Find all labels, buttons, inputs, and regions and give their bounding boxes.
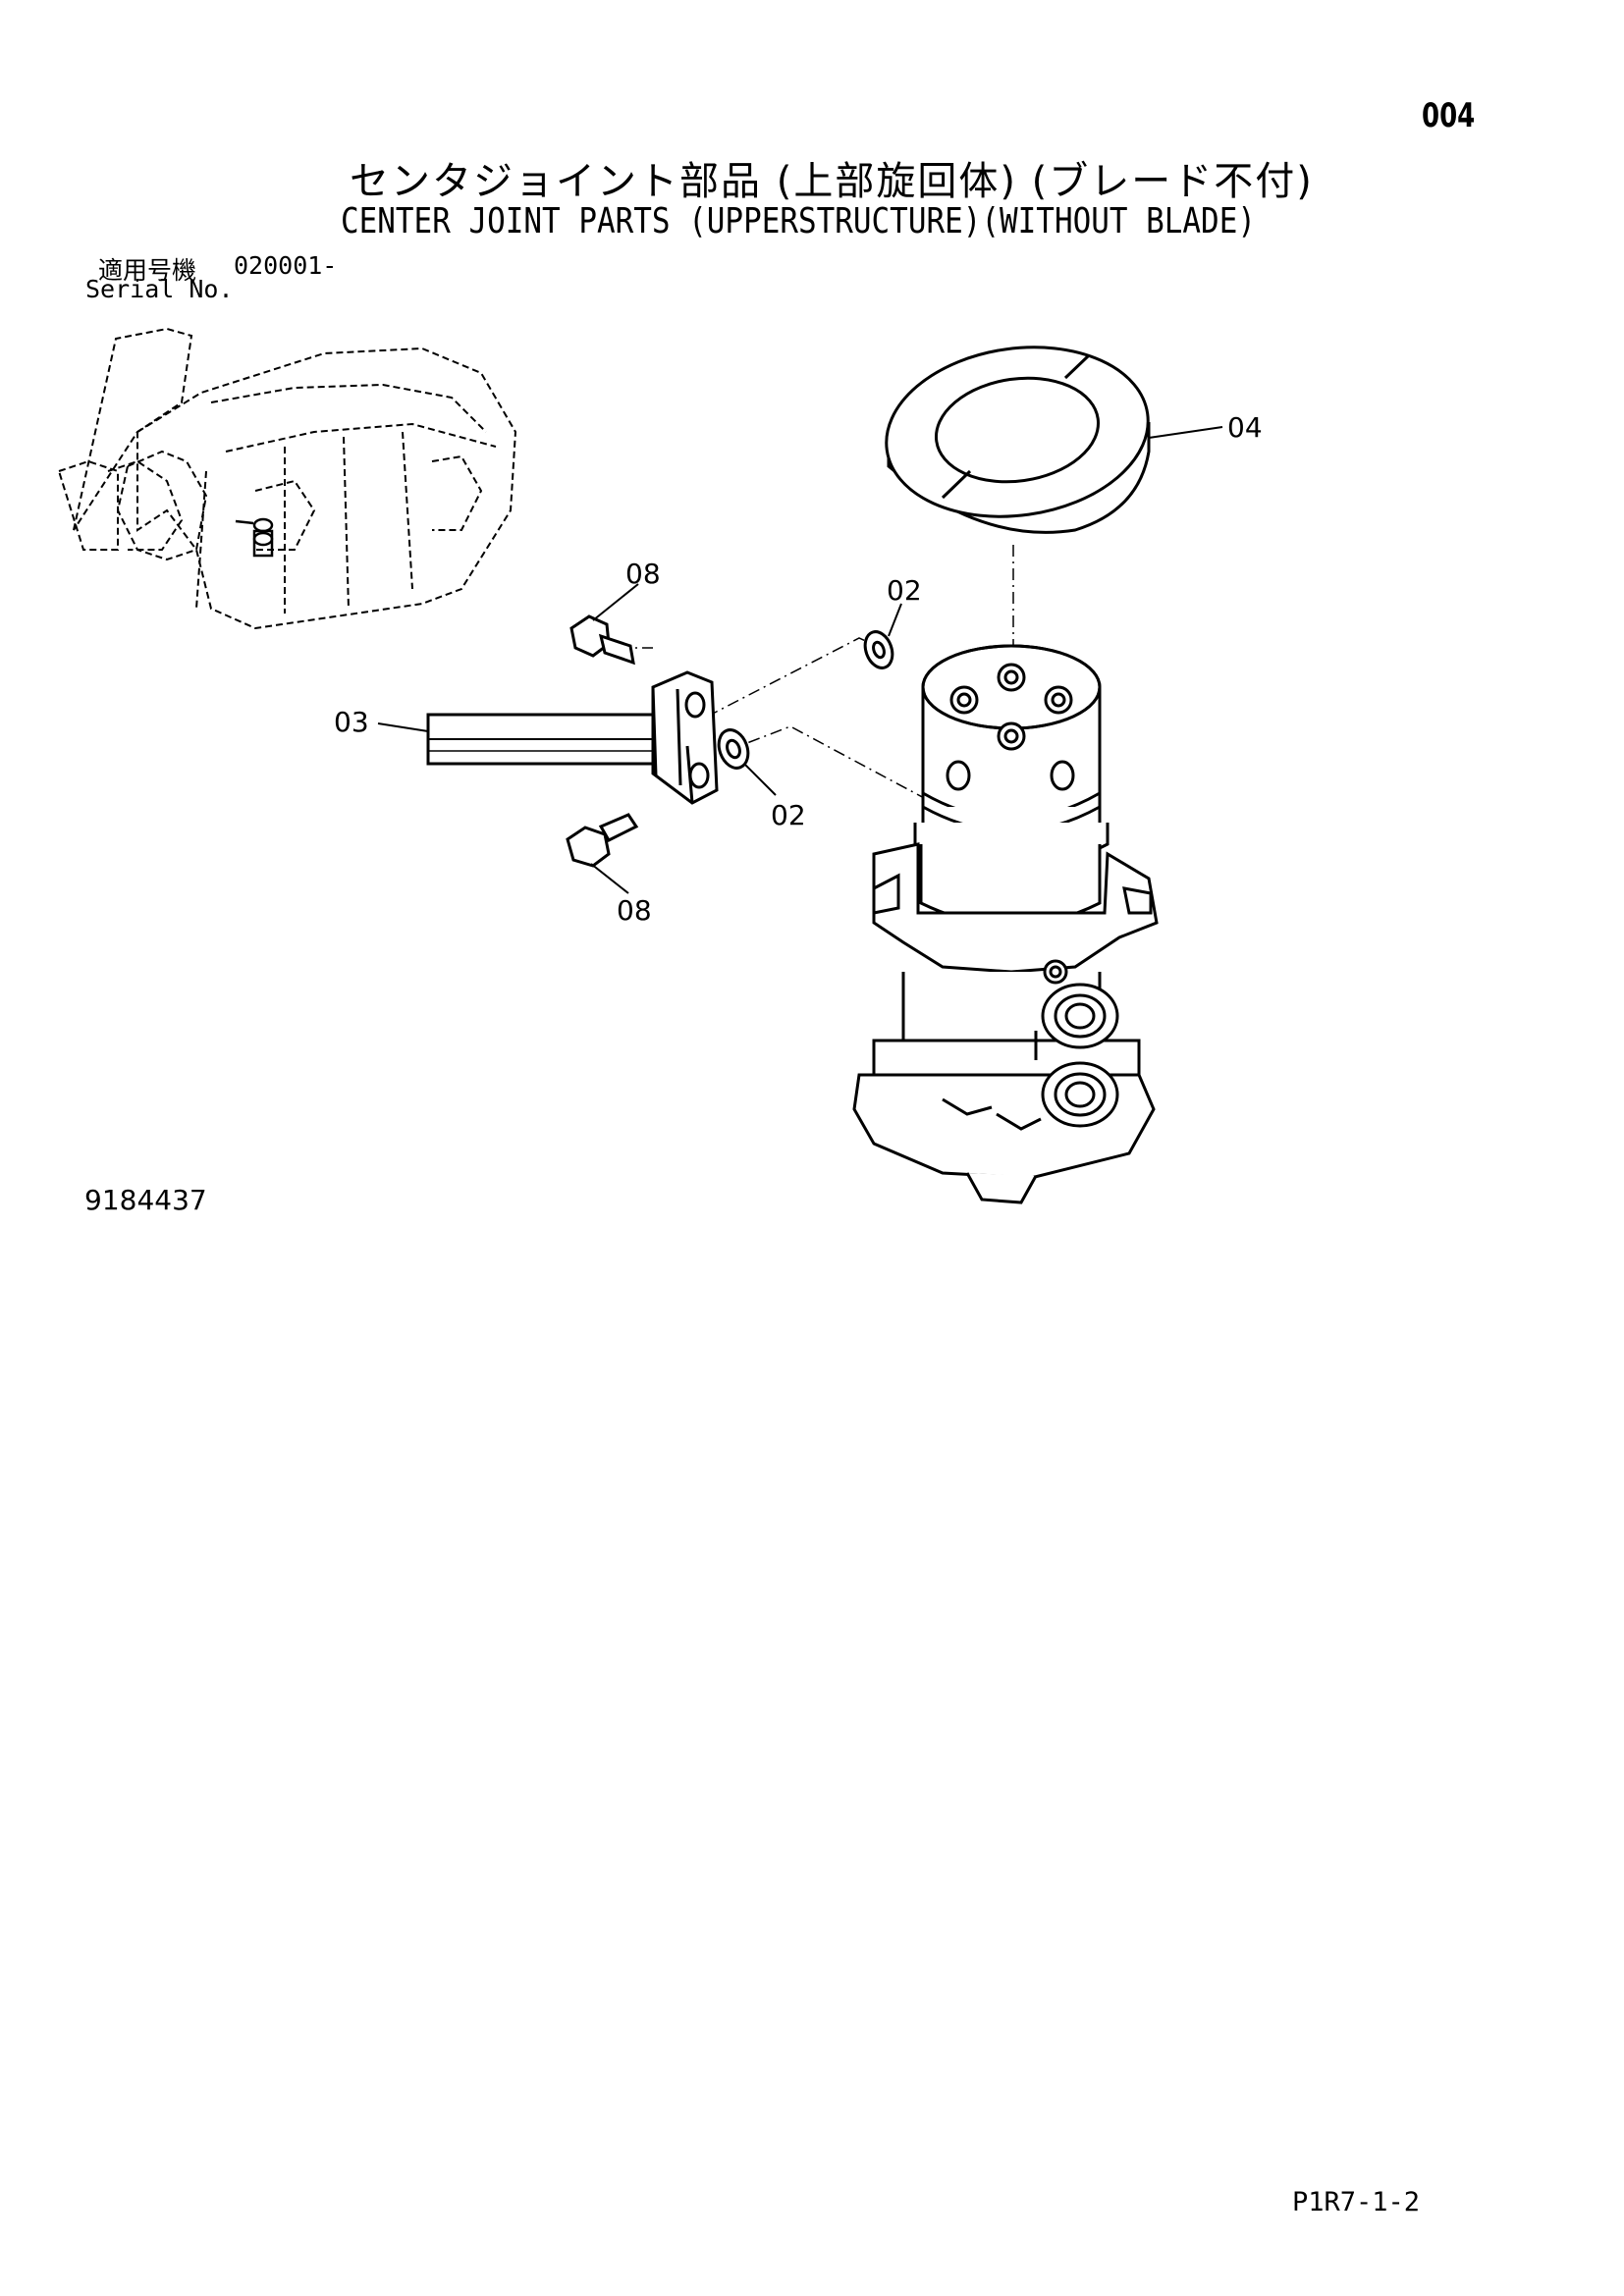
- part-08-bolt-bottom: [566, 813, 639, 868]
- part-03-pipe: [426, 713, 660, 766]
- title-english: CENTER JOINT PARTS (UPPERSTRUCTURE)(WITH…: [341, 201, 1256, 241]
- callout-02-bottom: 02: [771, 799, 806, 831]
- serial-label-english: Serial No.: [85, 275, 234, 303]
- page-code: P1R7-1-2: [1292, 2187, 1421, 2217]
- serial-label-japanese: 適用号機: [98, 256, 197, 285]
- part-04-seal-ring: [885, 346, 1151, 534]
- machine-locator-thumbnail: [57, 327, 517, 630]
- drawing-number: 9184437: [84, 1184, 207, 1216]
- center-joint-body: [852, 644, 1159, 1204]
- part-02-washer-top: [863, 630, 894, 669]
- leader-08-top: [592, 583, 639, 621]
- part-08-bolt-top: [569, 614, 635, 666]
- leader-02-bottom: [743, 763, 777, 796]
- leader-02-top: [888, 603, 902, 637]
- bracket: [651, 670, 719, 805]
- serial-range: 020001-: [234, 251, 338, 280]
- callout-08-bottom: 08: [617, 894, 652, 927]
- leader-04: [1148, 426, 1223, 439]
- leader-03: [377, 722, 429, 732]
- center-joint-locator-icon: [235, 517, 274, 558]
- callout-04: 04: [1227, 411, 1263, 444]
- leader-08-bottom: [590, 863, 629, 894]
- callout-03: 03: [334, 706, 369, 738]
- callout-02-top: 02: [887, 574, 922, 607]
- page-number: 004: [1422, 96, 1476, 135]
- part-02-washer-bottom: [717, 728, 750, 770]
- callout-08-top: 08: [625, 558, 661, 590]
- title-japanese: センタジョイント部品 (上部旋回体) (ブレード不付): [350, 159, 1314, 204]
